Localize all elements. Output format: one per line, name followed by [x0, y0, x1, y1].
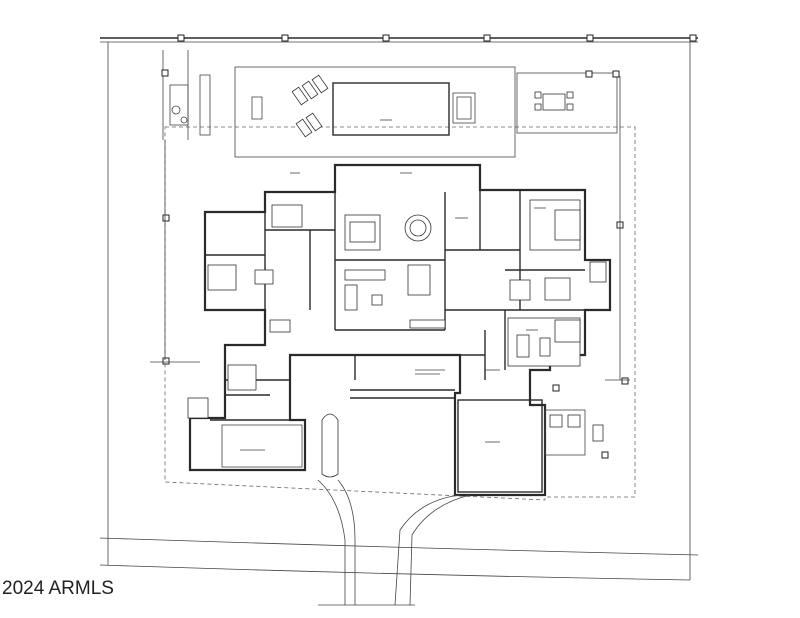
left-bedrooms — [207, 204, 303, 391]
driveways — [317, 479, 471, 606]
left-fence — [150, 140, 200, 365]
watermark-text: 2024 ARMLS — [2, 578, 114, 599]
garages — [187, 397, 543, 493]
house-walls — [188, 163, 612, 497]
great-room-furniture — [344, 214, 446, 329]
room-label-marks — [240, 119, 546, 451]
side-yard-equipment — [161, 50, 211, 140]
primary-suite — [509, 199, 607, 301]
roof-outline — [164, 126, 636, 501]
pool — [332, 82, 450, 136]
outdoor-dining — [516, 70, 620, 134]
lot-boundary — [99, 34, 699, 581]
right-utility — [544, 76, 630, 459]
spa — [452, 92, 476, 124]
office-room — [507, 317, 581, 367]
car-icon — [321, 413, 339, 478]
pool-area — [234, 66, 516, 158]
